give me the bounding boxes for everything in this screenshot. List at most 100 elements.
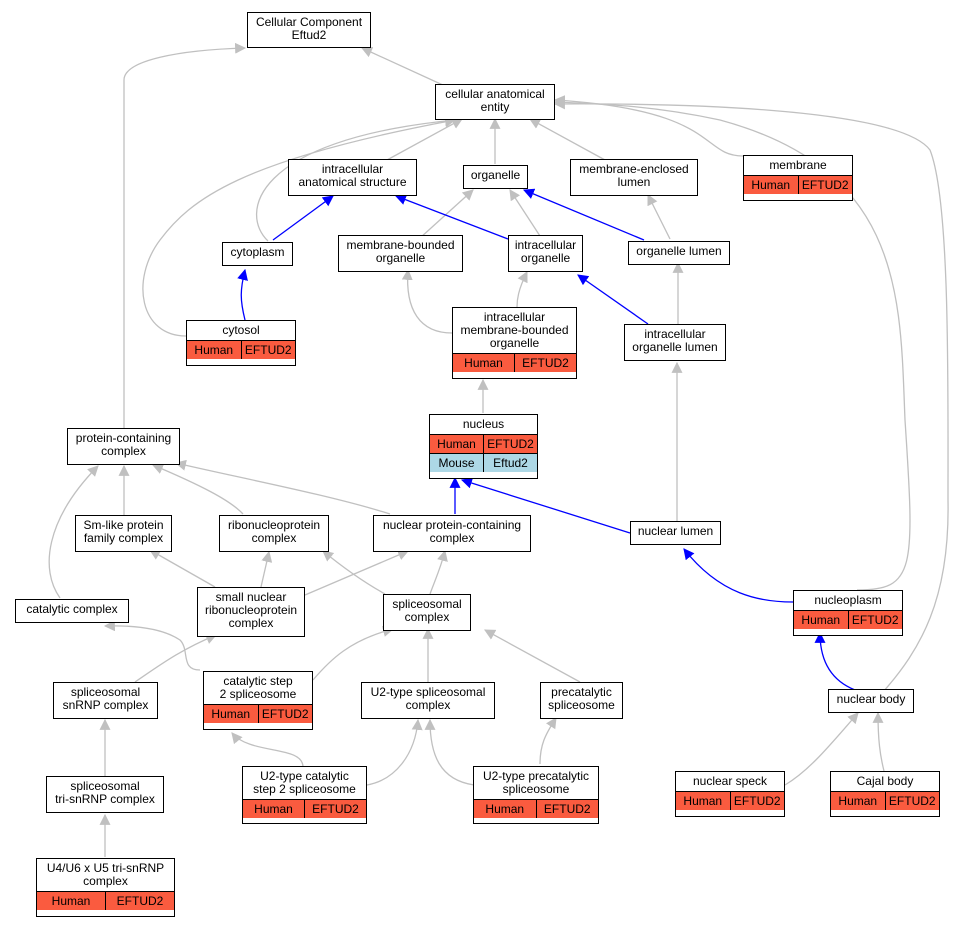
node-label: nucleoplasm — [814, 593, 882, 607]
node-nucleoplasm[interactable]: nucleoplasm Human EFTUD2 — [793, 590, 903, 636]
gene-cell: EFTUD2 — [847, 611, 902, 629]
annotation-row-human: Human EFTUD2 — [243, 799, 366, 818]
node-organelle-lumen[interactable]: organelle lumen — [628, 241, 730, 265]
node-nuclear-body[interactable]: nuclear body — [828, 689, 914, 713]
node-label: nuclear speck — [692, 774, 768, 788]
edge-gray — [424, 718, 475, 786]
annotation-row-human: Human EFTUD2 — [453, 353, 576, 372]
edge-blue — [814, 631, 856, 691]
annotation-row-human: Human EFTUD2 — [187, 340, 295, 359]
edge-gray — [553, 96, 911, 591]
edge-gray — [304, 549, 410, 596]
species-cell: Human — [37, 892, 105, 910]
edge-gray — [529, 118, 606, 161]
species-cell: Human — [831, 792, 885, 810]
node-organelle[interactable]: organelle — [463, 165, 528, 189]
edge-gray — [322, 550, 386, 595]
species-cell: Human — [744, 176, 798, 194]
edge-gray — [484, 629, 581, 683]
edge-gray — [647, 194, 671, 240]
edge-gray — [872, 711, 885, 772]
gene-cell: EFTUD2 — [240, 341, 295, 359]
node-label: organelle — [470, 168, 521, 182]
gene-cell: EFTUD2 — [797, 176, 852, 194]
node-label: nuclear lumen — [637, 524, 714, 538]
node-label: Cajal body — [856, 774, 914, 788]
node-nuclear-lumen[interactable]: nuclear lumen — [630, 521, 721, 545]
node-membrane[interactable]: membrane Human EFTUD2 — [743, 155, 853, 201]
edge-gray — [103, 620, 201, 671]
annotation-row-human: Human EFTUD2 — [676, 791, 784, 810]
gene-cell: EFTUD2 — [257, 705, 312, 723]
node-nuclear-speck[interactable]: nuclear speck Human EFTUD2 — [675, 771, 785, 817]
annotation-row-human: Human EFTUD2 — [744, 175, 852, 194]
node-catalytic-complex[interactable]: catalytic complex — [15, 599, 129, 623]
edge-gray — [360, 47, 446, 87]
edge-gray — [539, 717, 557, 765]
node-cajal-body[interactable]: Cajal body Human EFTUD2 — [830, 771, 940, 817]
species-cell: Human — [187, 341, 241, 359]
edge-blue — [394, 194, 509, 240]
edge-blue — [683, 548, 794, 603]
edge-gray — [553, 95, 744, 157]
edge-gray — [256, 115, 457, 242]
species-cell: Human — [243, 800, 304, 818]
node-cytoplasm[interactable]: cytoplasm — [222, 242, 293, 266]
species-cell: Human — [474, 800, 536, 818]
edge-gray — [386, 118, 463, 161]
edge-blue — [522, 188, 645, 241]
node-cytosol[interactable]: cytosol Human EFTUD2 — [186, 320, 296, 366]
edge-blue — [577, 274, 649, 325]
edge-blue — [237, 268, 248, 321]
annotation-row-human: Human EFTUD2 — [430, 434, 537, 453]
edge-gray — [429, 549, 448, 595]
edge-gray — [123, 42, 247, 430]
edge-gray — [231, 732, 304, 768]
gene-cell: EFTUD2 — [884, 792, 939, 810]
gene-cell: EFTUD2 — [483, 435, 537, 453]
annotation-row-human: Human EFTUD2 — [794, 610, 902, 629]
species-cell: Human — [794, 611, 848, 629]
node-label: organelle lumen — [636, 244, 722, 258]
node-nucleus[interactable]: nucleus Human EFTUD2 Mouse Eftud2 — [429, 414, 538, 479]
annotation-row-human: Human EFTUD2 — [204, 704, 312, 723]
node-label: membrane — [769, 158, 827, 172]
edge-gray — [553, 98, 949, 693]
